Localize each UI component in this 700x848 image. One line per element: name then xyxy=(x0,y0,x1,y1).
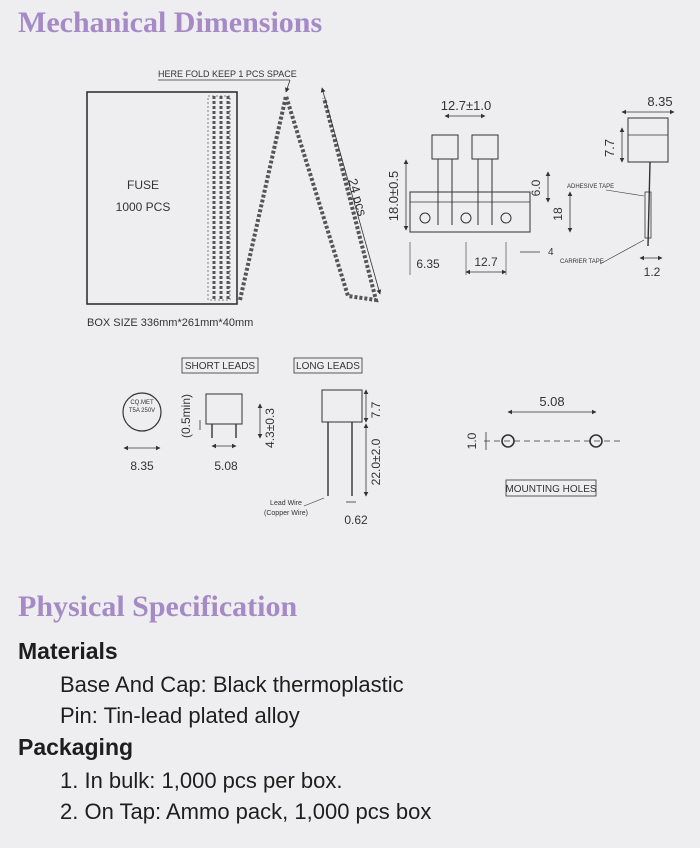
side-fuse-body xyxy=(627,117,669,163)
materials-item: Pin: Tin-lead plated alloy xyxy=(60,703,300,728)
ammo-box-figure: HERE FOLD KEEP 1 PCS SPACE FUSE 1000 PCS… xyxy=(86,69,382,329)
adhesive-tape-label: ADHESIVE TAPE xyxy=(567,184,614,190)
box-size: BOX SIZE 336mm*261mm*40mm xyxy=(87,317,253,329)
materials-item: Base And Cap: Black thermoplastic xyxy=(60,672,404,697)
short-leads-body xyxy=(205,393,243,425)
long-leads-view: LONG LEADS 7.7 22.0±2.0 Lead Wire (Coppe… xyxy=(264,357,383,527)
packaging-item: 1. In bulk: 1,000 pcs per box. xyxy=(60,768,343,793)
fuse-stack xyxy=(207,95,231,301)
side-height: 7.7 xyxy=(602,139,617,157)
box-label-count: 1000 PCS xyxy=(116,200,171,214)
fuse-top-view: CQ.MET T5A 250V 8.35 xyxy=(122,392,162,473)
count-dimension xyxy=(320,87,382,295)
carrier-tape-label: CARRIER TAPE xyxy=(560,259,604,265)
box-label-fuse: FUSE xyxy=(127,178,159,192)
long-leads-length: 22.0±2.0 xyxy=(369,438,383,485)
fuse-marking-2: T5A 250V xyxy=(129,408,155,414)
short-leads-length: 4.3±0.3 xyxy=(263,408,277,448)
tape-dim-6: 6.0 xyxy=(529,179,543,196)
taped-fuse-1 xyxy=(431,134,459,160)
mounting-holes-title: MOUNTING HOLES xyxy=(505,484,596,495)
long-leads-height: 7.7 xyxy=(369,401,383,418)
lead-diameter: 0.62 xyxy=(344,513,368,527)
mounting-holes-view: 5.08 1.0 MOUNTING HOLES xyxy=(465,394,620,497)
tape-dim-635: 6.35 xyxy=(416,257,440,271)
mounting-hole-1 xyxy=(501,434,515,448)
fold-note: HERE FOLD KEEP 1 PCS SPACE xyxy=(158,69,297,79)
materials-heading: Materials xyxy=(18,638,118,664)
section-heading-mechanical: Mechanical Dimensions xyxy=(18,6,323,39)
packaging-heading: Packaging xyxy=(18,734,134,760)
mounting-hole-2 xyxy=(589,434,603,448)
long-leads-body xyxy=(321,389,363,423)
mounting-hole-size: 1.0 xyxy=(465,432,479,449)
tape-dim-127: 12.7 xyxy=(474,255,498,269)
short-leads-min: (0.5min) xyxy=(179,394,193,438)
side-thickness: 1.2 xyxy=(644,265,661,279)
side-view: 8.35 7.7 ADHESIVE TAPE CARRIER TAPE 1.2 xyxy=(560,94,675,279)
fuse-diameter: 8.35 xyxy=(130,459,154,473)
fuse-top-outline xyxy=(122,392,162,432)
lead-wire-label: Lead Wire xyxy=(270,500,302,507)
short-leads-title: SHORT LEADS xyxy=(185,361,256,372)
copper-wire-label: (Copper Wire) xyxy=(264,510,308,517)
mounting-spacing: 5.08 xyxy=(539,394,564,409)
taped-fuse-2 xyxy=(471,134,499,160)
mechanical-drawing: HERE FOLD KEEP 1 PCS SPACE FUSE 1000 PCS… xyxy=(86,69,675,527)
tape-dim-18: 18 xyxy=(551,207,565,221)
packaging-item: 2. On Tap: Ammo pack, 1,000 pcs box xyxy=(60,799,432,824)
fuse-marking-1: CQ.MET xyxy=(130,400,154,406)
short-leads-view: SHORT LEADS (0.5min) 5.08 4.3±0.3 xyxy=(179,357,277,473)
tape-height: 18.0±0.5 xyxy=(386,171,401,222)
short-leads-pitch: 5.08 xyxy=(214,459,238,473)
tape-pitch: 12.7±1.0 xyxy=(441,98,492,113)
fuse-box xyxy=(86,91,238,305)
side-width: 8.35 xyxy=(647,94,672,109)
long-leads-title: LONG LEADS xyxy=(296,361,360,372)
tape-drawing: 12.7±1.0 18.0±0.5 6.0 18 4 6.35 12.7 xyxy=(386,98,573,275)
tape-dim-4: 4 xyxy=(548,247,554,258)
section-heading-physical: Physical Specification xyxy=(18,590,298,623)
carrier-tape xyxy=(409,191,531,233)
